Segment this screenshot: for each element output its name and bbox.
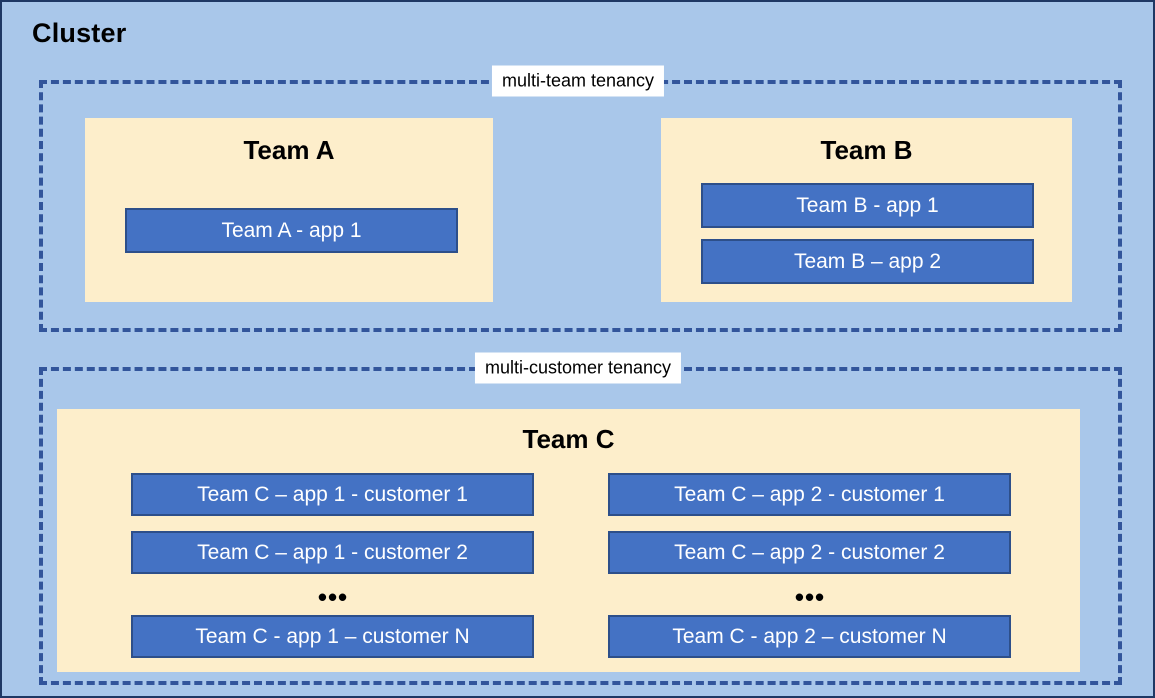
team-title-team-b: Team B [820,135,913,165]
page-title: Cluster [32,18,127,48]
ellipsis-team-c-app-2: ••• [794,582,826,612]
app-box-team-c-app-1-customer-2[interactable]: Team C – app 1 - customer 2 [131,531,534,574]
app-box-team-c-app-2-customer-2[interactable]: Team C – app 2 - customer 2 [608,531,1011,574]
app-box-team-c-app-1-customer-n[interactable]: Team C - app 1 – customer N [131,615,534,658]
team-panel-team-a: Team A Team A - app 1 [85,118,493,302]
app-box-team-b-app-2[interactable]: Team B – app 2 [701,239,1034,284]
team-panel-team-b: Team B Team B - app 1 Team B – app 2 [661,118,1072,302]
app-box-team-a-app-1[interactable]: Team A - app 1 [125,208,458,253]
team-panel-team-c: Team C Team C – app 1 - customer 1 Team … [57,409,1080,672]
app-box-team-b-app-1[interactable]: Team B - app 1 [701,183,1034,228]
tenancy-label-multi-customer: multi-customer tenancy [474,352,682,384]
tenancy-label-multi-team: multi-team tenancy [491,65,665,97]
ellipsis-team-c-app-1: ••• [317,582,349,612]
app-box-team-c-app-2-customer-1[interactable]: Team C – app 2 - customer 1 [608,473,1011,516]
team-title-team-a: Team A [243,135,335,165]
app-box-team-c-app-1-customer-1[interactable]: Team C – app 1 - customer 1 [131,473,534,516]
app-box-team-c-app-2-customer-n[interactable]: Team C - app 2 – customer N [608,615,1011,658]
team-title-team-c: Team C [522,424,615,454]
